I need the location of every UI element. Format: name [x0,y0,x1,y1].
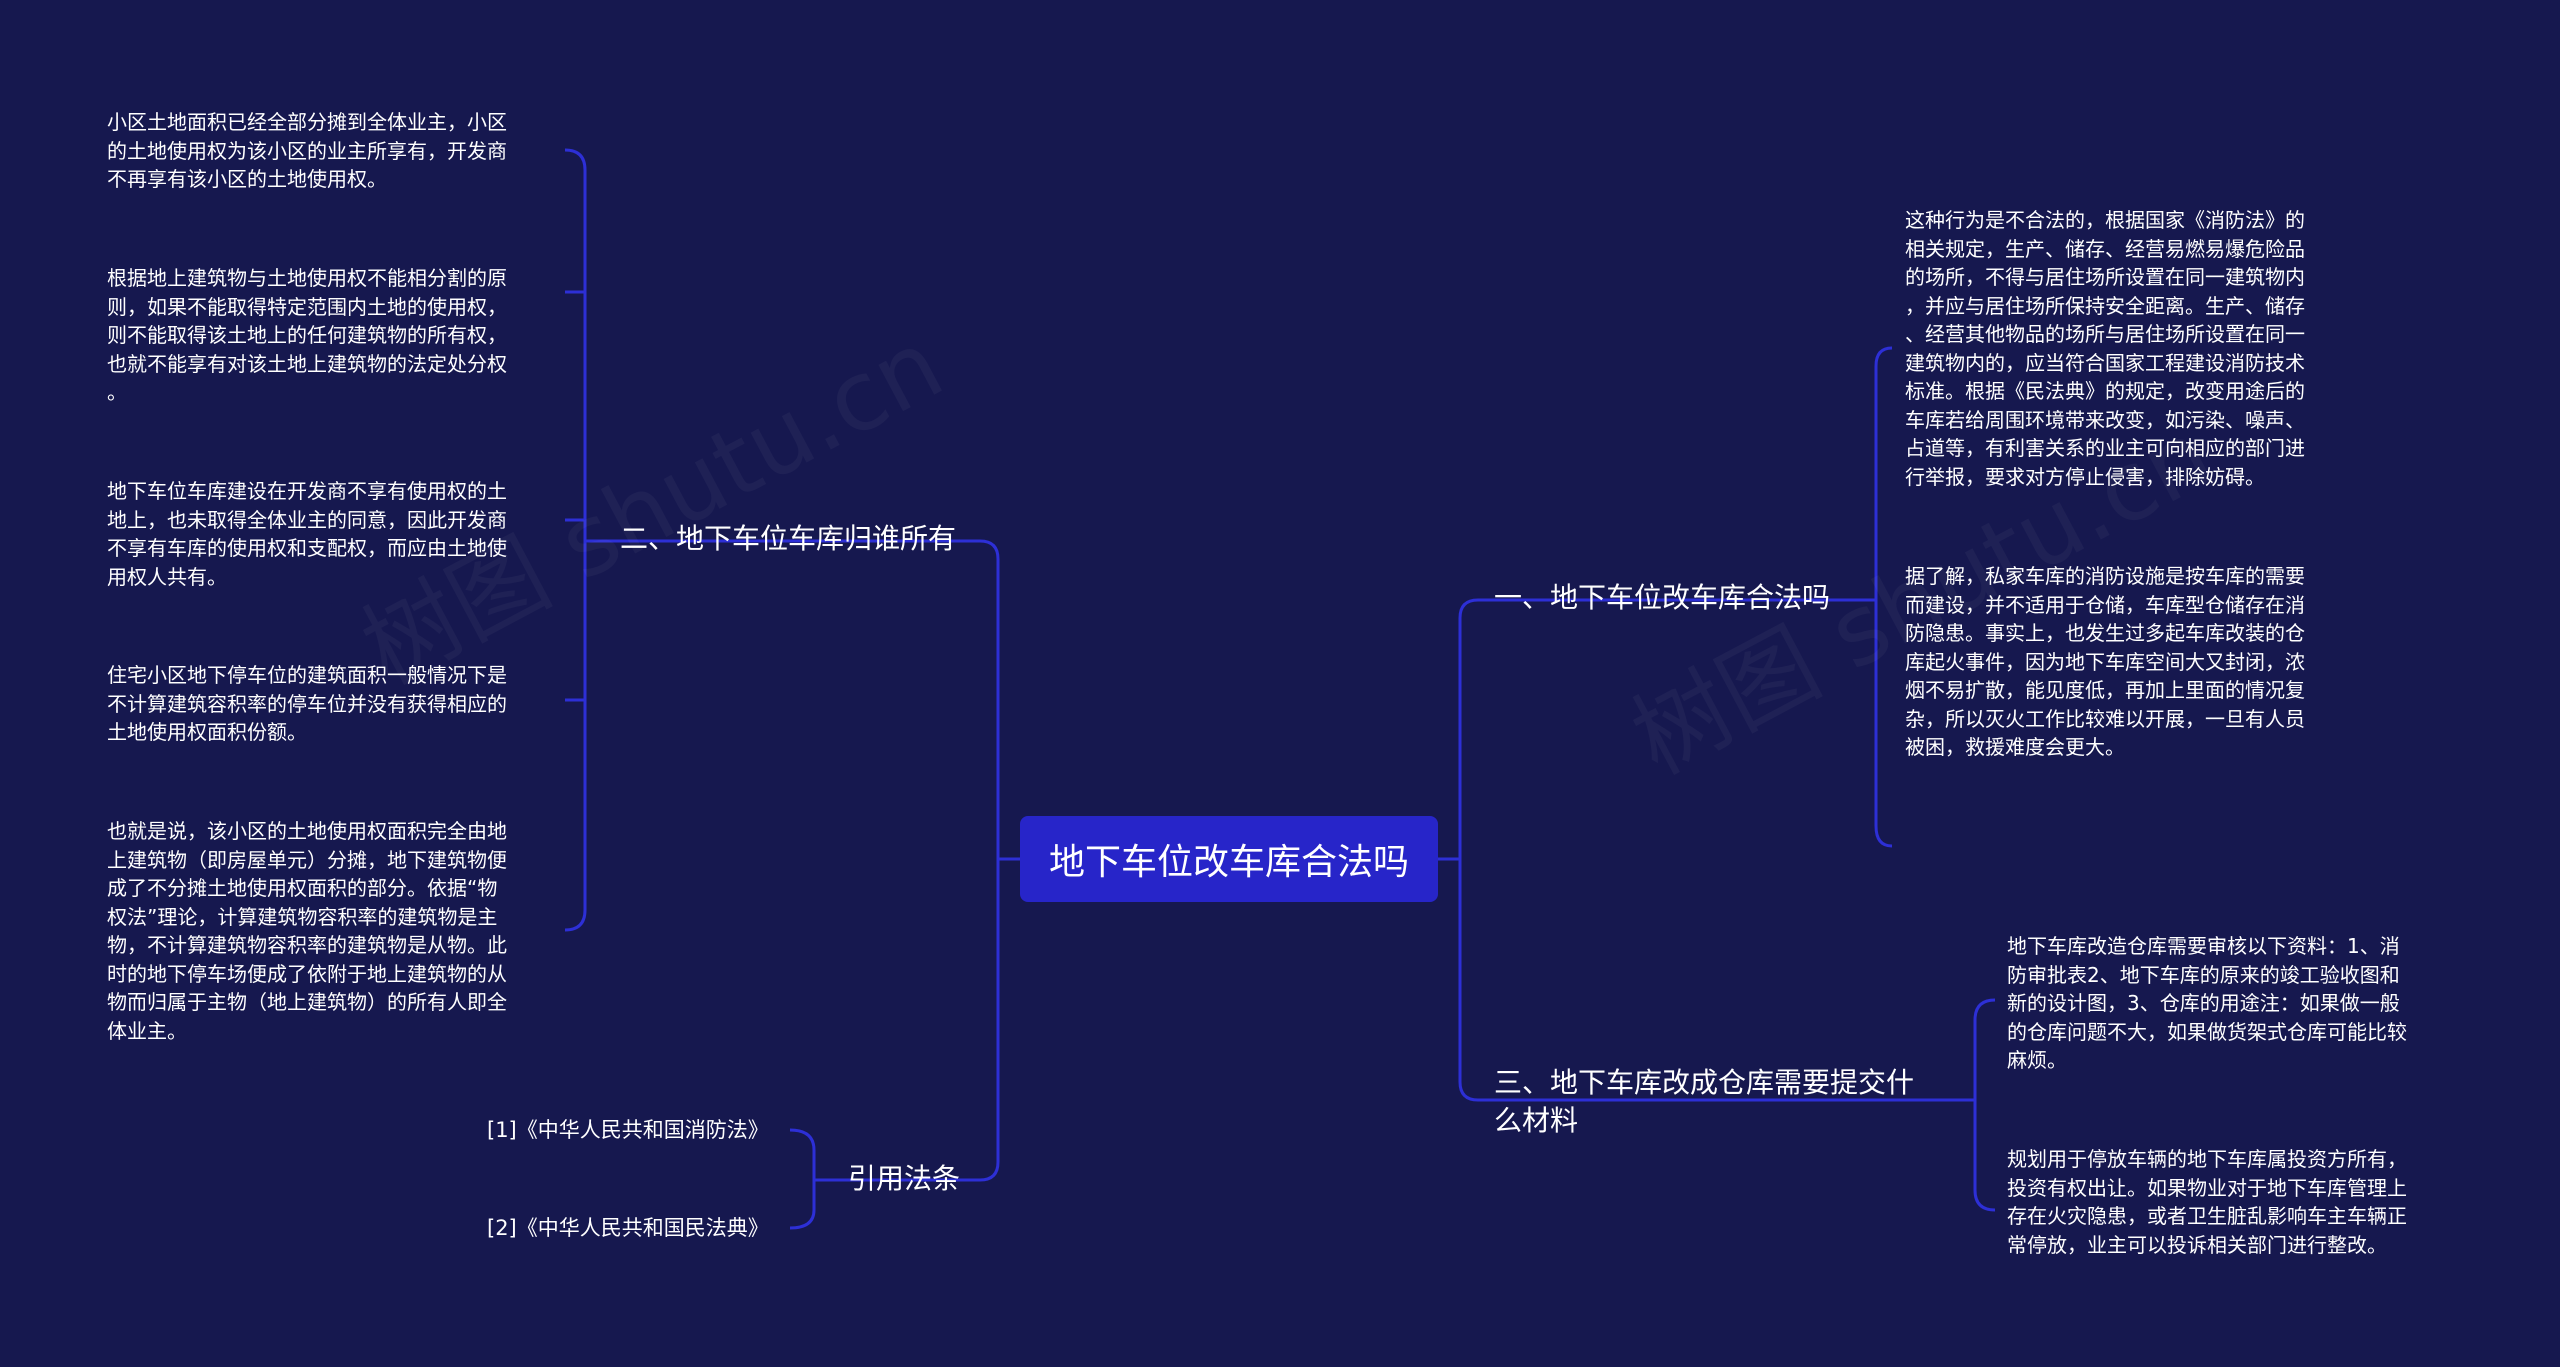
leaf-ownership-1[interactable]: 小区土地面积已经全部分摊到全体业主，小区 的土地使用权为该小区的业主所享有，开发… [107,110,507,191]
citation-fire-law[interactable]: [1]《中华人民共和国消防法》 [487,1118,769,1142]
leaf-legality-2[interactable]: 据了解，私家车库的消防设施是按车库的需要 而建设，并不适用于仓储，车库型仓储存在… [1905,564,2305,759]
branch-citations[interactable]: 引用法条 [848,1162,961,1195]
root-node[interactable]: 地下车位改车库合法吗 [1020,816,1438,902]
b3-bracket [1973,998,1996,1212]
branch-legality[interactable]: 一、地下车位改车库合法吗 [1494,581,1831,614]
citation-civil-code[interactable]: [2]《中华人民共和国民法典》 [487,1216,769,1240]
leaf-materials-1[interactable]: 地下车库改造仓库需要审核以下资料：1、消 防审批表2、地下车库的原来的竣工验收图… [2007,934,2407,1072]
b2-bracket [564,148,587,932]
leaf-legality-1[interactable]: 这种行为是不合法的，根据国家《消防法》的 相关规定，生产、储存、经营易燃易爆危险… [1905,208,2305,489]
spine-left [979,539,1000,1182]
b4-bracket [789,1128,816,1230]
leaf-ownership-4[interactable]: 住宅小区地下停车位的建筑面积一般情况下是 不计算建筑容积率的停车位并没有获得相应… [107,663,507,744]
leaf-ownership-5[interactable]: 也就是说，该小区的土地使用权面积完全由地 上建筑物（即房屋单元）分摊，地下建筑物… [107,819,507,1043]
root-label: 地下车位改车库合法吗 [1048,842,1409,883]
b1-bracket [1874,346,1893,848]
branch-materials[interactable]: 三、地下车库改成仓库需要提交什 么材料 [1494,1066,1915,1137]
leaf-materials-2[interactable]: 规划用于停放车辆的地下车库属投资方所有， 投资有权出让。如果物业对于地下车库管理… [2007,1147,2407,1257]
leaf-ownership-3[interactable]: 地下车位车库建设在开发商不享有使用权的土 地上，也未取得全体业主的同意，因此开发… [107,479,507,589]
spine-right [1458,598,1479,1102]
branch-ownership[interactable]: 二、地下车位车库归谁所有 [620,522,957,555]
leaf-ownership-2[interactable]: 根据地上建筑物与土地使用权不能相分割的原 则，如果不能取得特定范围内土地的使用权… [107,266,507,404]
